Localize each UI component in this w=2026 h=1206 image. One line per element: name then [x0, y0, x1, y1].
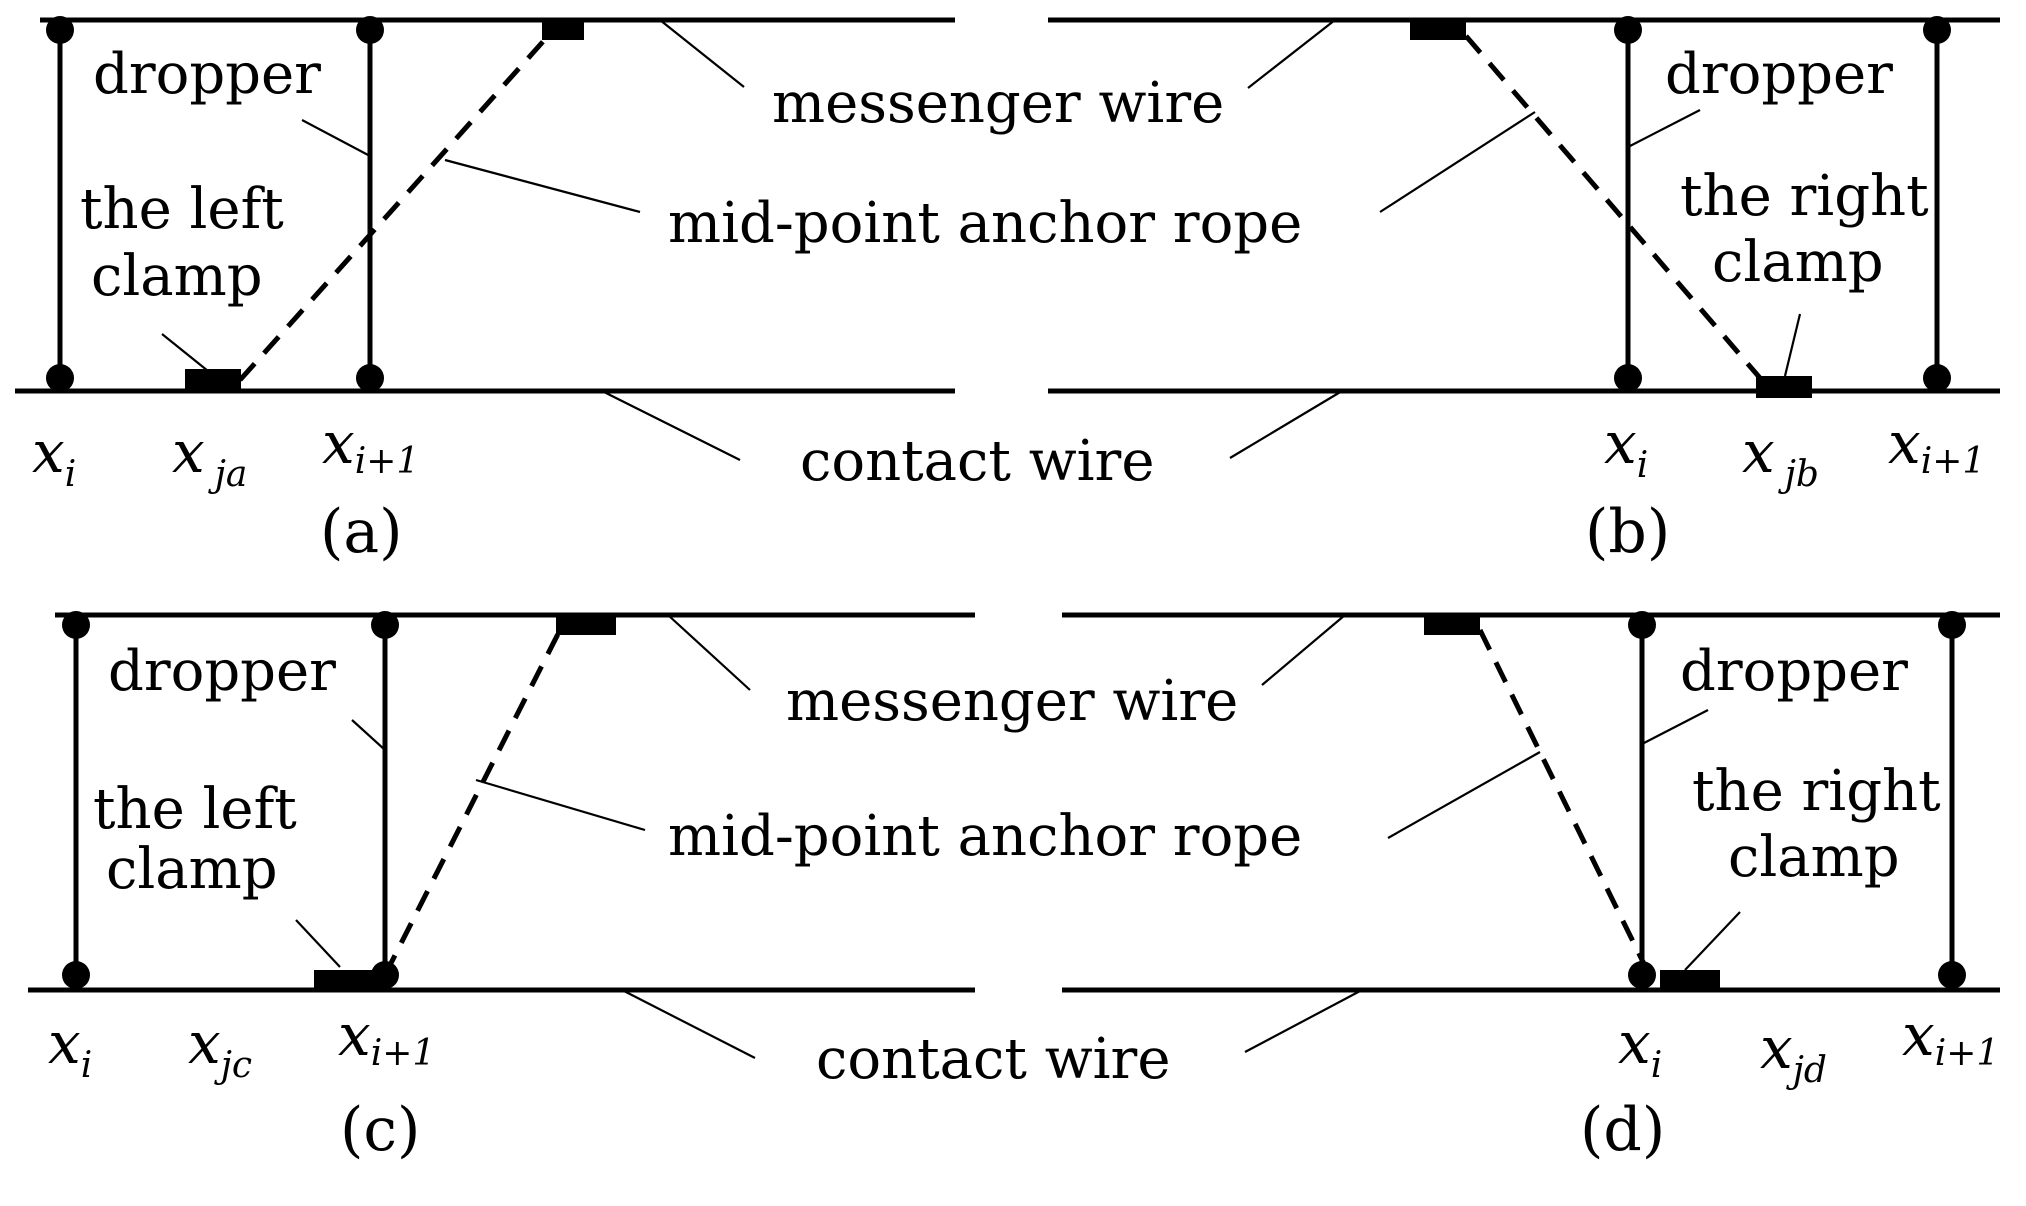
dropper-point-a-1 — [46, 16, 74, 44]
leader-contact-b — [1229, 390, 1343, 459]
leader-contact-d — [1244, 989, 1363, 1053]
anchor-rope-c — [382, 628, 563, 977]
leader-dropper-a — [301, 119, 371, 157]
dropper-label-b: dropper — [1665, 42, 1893, 107]
panel-label-c: (c) — [340, 1095, 420, 1165]
leader-messenger-c — [667, 614, 751, 691]
dropper-point-b-4 — [1923, 364, 1951, 392]
dropper-point-a-3 — [356, 16, 384, 44]
dropper-label-d: dropper — [1680, 639, 1908, 704]
dropper-point-b-1 — [1614, 16, 1642, 44]
clamp-d-top — [1424, 615, 1480, 635]
right-clamp-label-d-2: clamp — [1728, 825, 1900, 890]
dropper-point-d-3 — [1938, 611, 1966, 639]
leader-messenger-d — [1261, 614, 1346, 686]
leader-clamp-c — [295, 919, 341, 968]
anchor-rope-a — [238, 34, 550, 382]
dropper-point-c-3 — [371, 611, 399, 639]
left-clamp-label-c-1: the left — [93, 777, 297, 842]
var-xi1-c: xi+1 — [338, 1001, 435, 1074]
leader-dropper-b — [1629, 109, 1701, 147]
anchor-rope-label-top: mid-point anchor rope — [668, 191, 1302, 256]
dropper-label-a: dropper — [93, 42, 321, 107]
right-clamp-label-d-1: the right — [1692, 759, 1941, 824]
dropper-point-c-1 — [62, 611, 90, 639]
panel-c: dropper the left clamp xi xjc xi+1 (c) — [28, 611, 975, 1165]
messenger-wire-label-top: messenger wire — [772, 71, 1224, 136]
center-labels-bottom: messenger wire mid-point anchor rope con… — [668, 669, 1302, 1092]
leader-rope-a — [444, 158, 641, 214]
panel-label-a: (a) — [320, 497, 403, 567]
messenger-wire-label-bottom: messenger wire — [786, 669, 1238, 734]
dropper-point-a-2 — [46, 364, 74, 392]
dropper-point-d-4 — [1938, 961, 1966, 989]
var-xi-b: xi — [1604, 409, 1648, 486]
anchor-rope-label-bottom: mid-point anchor rope — [668, 804, 1302, 869]
right-clamp-b — [1756, 376, 1812, 398]
dropper-point-d-2 — [1628, 961, 1656, 989]
anchor-rope-b — [1464, 34, 1762, 380]
dropper-point-a-4 — [356, 364, 384, 392]
contact-wire-label-bottom: contact wire — [816, 1027, 1170, 1092]
left-clamp-label-c-2: clamp — [106, 837, 278, 902]
leader-clamp-a — [161, 333, 209, 372]
panel-d: dropper the right clamp xi xjd xi+1 (d) — [1062, 611, 2000, 1165]
leader-clamp-d — [1684, 911, 1741, 971]
var-xi-c: xi — [48, 1009, 92, 1086]
clamp-b-top — [1410, 20, 1466, 40]
clamp-c-top — [556, 615, 616, 635]
left-clamp-c — [314, 970, 382, 990]
clamp-a-top — [542, 20, 584, 40]
leader-dropper-d — [1641, 709, 1709, 745]
left-clamp-label-a-1: the left — [80, 177, 284, 242]
leader-clamp-b — [1783, 313, 1802, 377]
leader-rope-c — [475, 778, 646, 832]
dropper-point-b-3 — [1923, 16, 1951, 44]
panel-label-d: (d) — [1580, 1095, 1665, 1165]
leader-contact-a — [601, 390, 741, 461]
contact-wire-label-top: contact wire — [800, 429, 1154, 494]
var-xi1-d: xi+1 — [1902, 1001, 1999, 1074]
anchor-rope-d — [1477, 628, 1651, 974]
right-clamp-label-b-1: the right — [1680, 164, 1929, 229]
var-xi1-a: xi+1 — [322, 409, 419, 482]
var-xi-a: xi — [32, 418, 76, 495]
panel-label-b: (b) — [1585, 497, 1670, 567]
right-clamp-label-b-2: clamp — [1712, 230, 1884, 295]
dropper-point-c-2 — [62, 961, 90, 989]
leader-contact-c — [621, 989, 756, 1059]
var-xjc: xjc — [188, 1009, 252, 1086]
leader-messenger-a — [659, 19, 745, 88]
center-labels-top: messenger wire mid-point anchor rope con… — [668, 71, 1302, 494]
var-xi-d: xi — [1618, 1009, 1662, 1086]
left-clamp-label-a-2: clamp — [91, 244, 263, 309]
dropper-point-d-1 — [1628, 611, 1656, 639]
dropper-point-b-2 — [1614, 364, 1642, 392]
leader-messenger-b — [1247, 19, 1336, 89]
right-clamp-d — [1660, 970, 1720, 990]
var-xjd: xjd — [1760, 1014, 1827, 1091]
leader-rope-b — [1379, 111, 1536, 213]
leader-dropper-c — [351, 719, 386, 751]
leader-rope-d — [1387, 751, 1541, 839]
var-xi1-b: xi+1 — [1888, 409, 1985, 482]
dropper-label-c: dropper — [108, 639, 336, 704]
left-clamp-a — [185, 369, 241, 391]
